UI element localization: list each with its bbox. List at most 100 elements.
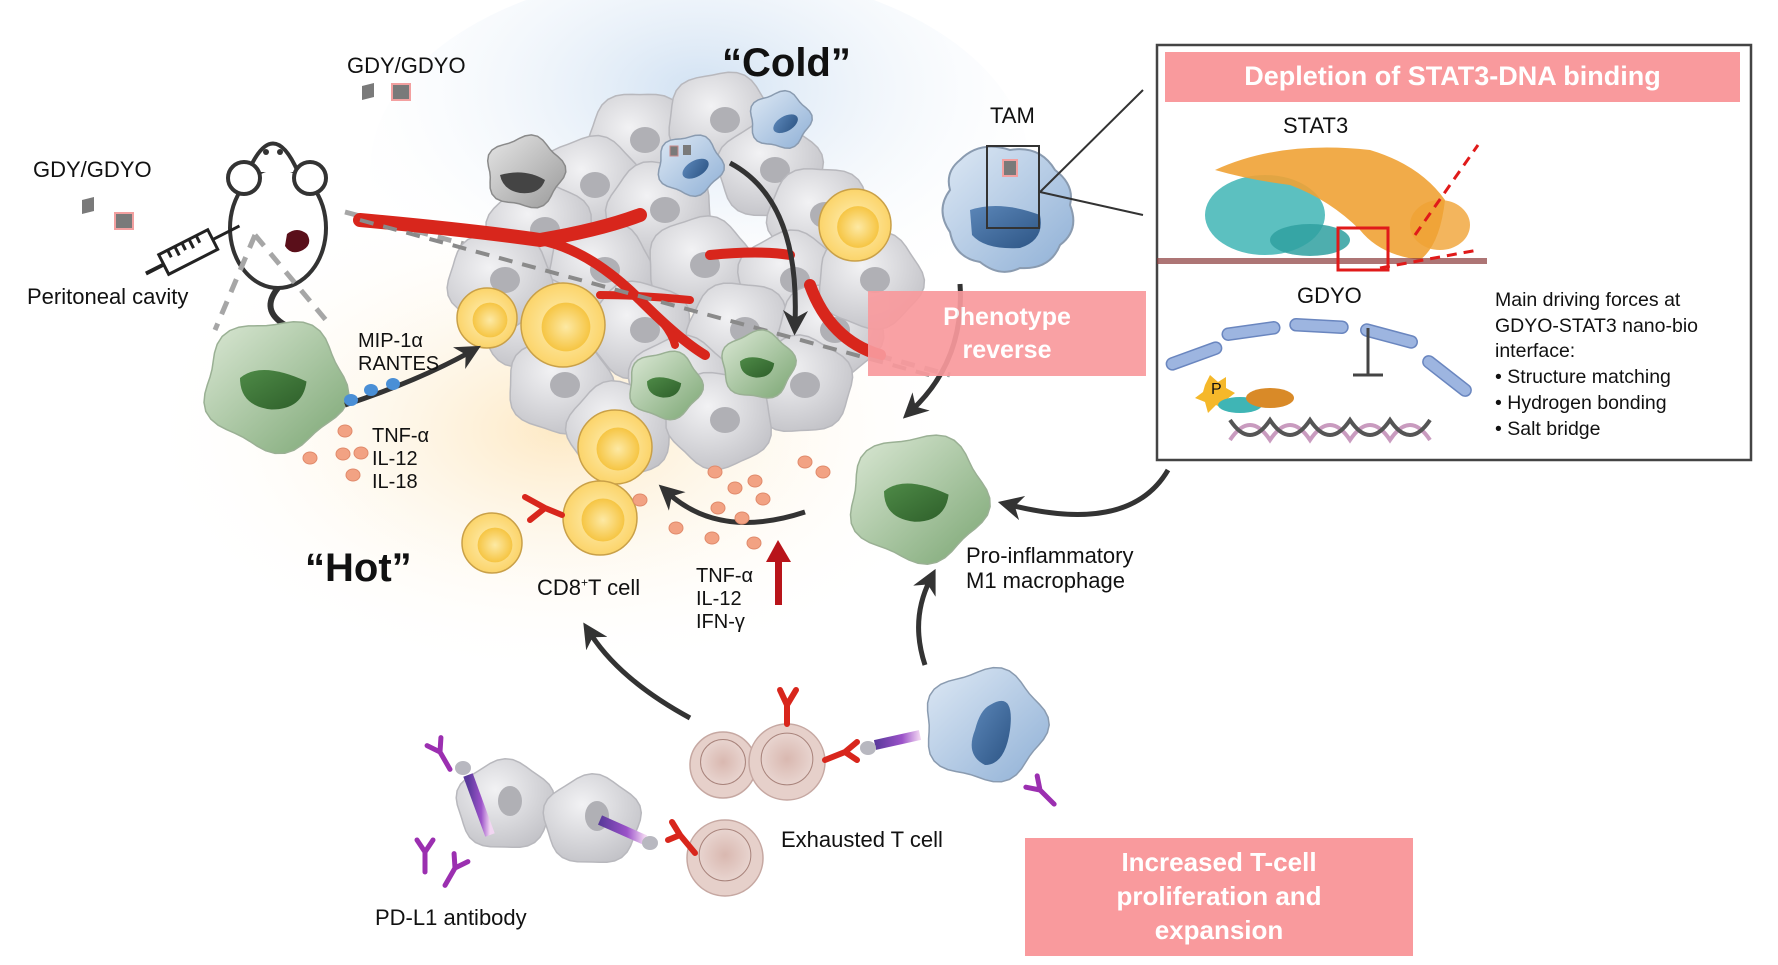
inset-callout-line-bottom <box>1039 191 1144 216</box>
cytokine-label: IL-12 <box>372 448 418 470</box>
chemokine-label: MIP-1α <box>358 330 423 352</box>
cd8-t-cell <box>461 512 523 574</box>
cytokine-dot <box>632 493 648 507</box>
arrow-exhausted-to-m1 <box>913 568 936 666</box>
pd-l1-ligand <box>463 773 495 837</box>
m1-macrophage-label: Pro-inflammatory M1 macrophage <box>966 543 1133 594</box>
phospho-label: P <box>1211 381 1222 398</box>
m1-macrophage-in-tumor <box>629 350 705 421</box>
driving-force-item: Hydrogen bonding <box>1495 391 1740 417</box>
cytokine-dots <box>302 424 831 550</box>
pd-l1-antibody-icon <box>424 735 453 772</box>
pd-l1-ligand <box>873 730 922 750</box>
cd8-t-cell <box>577 409 653 485</box>
pd-l1-antibody-icon <box>1023 773 1057 807</box>
arrow-macrophage-to-tumor <box>344 345 481 408</box>
cd8-label-suffix: T cell <box>588 575 641 600</box>
tam-cell <box>941 145 1075 273</box>
cytokine-labels-bottom: TNF-α IL-12 IFN-γ <box>696 565 753 634</box>
chemokine-dot <box>364 384 378 396</box>
cytokine-labels-left: TNF-α IL-12 IL-18 <box>372 425 429 494</box>
chemokine-dot <box>344 394 358 406</box>
driving-forces-list: Structure matching Hydrogen bonding Salt… <box>1495 365 1740 442</box>
up-regulation-arrow <box>766 540 791 605</box>
binding-node <box>860 741 876 755</box>
cd8-label-prefix: CD8 <box>537 575 582 600</box>
binding-node <box>642 836 658 850</box>
m1-macrophage-pro-inflammatory <box>849 434 991 565</box>
tam-label: TAM <box>990 103 1035 128</box>
inset-callout-line-top <box>1039 89 1144 193</box>
cells-layer <box>203 89 991 574</box>
exhausted-t-cell <box>689 731 757 799</box>
pd-l1-antibody-icon <box>442 851 471 888</box>
immune-synapse <box>414 666 1057 897</box>
t-cell-proliferation-banner: Increased T-cell proliferation and expan… <box>1025 838 1413 956</box>
m1-macrophage-left <box>203 321 350 455</box>
cd8-t-cell <box>562 480 638 556</box>
cytokine-dot <box>746 536 762 550</box>
dna-helix-icon <box>1228 416 1432 444</box>
pd1-receptor-icon <box>777 687 799 727</box>
exhausted-t-cell <box>686 819 764 897</box>
arrow-inset-to-m1 <box>997 468 1171 521</box>
stat3-protein-structure <box>1157 144 1487 272</box>
pd-l1-antibody-label: PD-L1 antibody <box>375 905 527 930</box>
arrow-tam-to-tumor-interior <box>728 160 808 336</box>
cytokine-dot <box>747 474 763 488</box>
cytokine-dot <box>337 424 353 438</box>
pd1-receptor-icon <box>665 819 698 856</box>
cytokine-dot <box>704 531 720 545</box>
gdy-flake-icon <box>669 145 679 157</box>
driving-forces-text: Main driving forces at GDYO-STAT3 nano-b… <box>1495 288 1740 442</box>
tumor-cell <box>542 772 643 864</box>
dashed-vessel-line <box>359 218 941 380</box>
cd8-t-cell <box>818 188 892 262</box>
chemokine-label: RANTES <box>358 353 440 375</box>
cytokine-dot <box>302 451 318 465</box>
mouse-icon <box>226 141 328 347</box>
gdy-label-left: GDY/GDYO <box>33 157 152 182</box>
pd-l1-ligand <box>597 815 648 845</box>
inhibition-symbol <box>1353 328 1383 377</box>
cytokine-label: IFN-γ <box>696 611 745 633</box>
arrow-cytokines-to-cd8 <box>658 484 806 525</box>
m1-macrophage-in-tumor <box>721 329 797 399</box>
tumor-cell <box>455 757 556 849</box>
cytokine-dot <box>345 468 361 482</box>
hot-label: “Hot” <box>305 546 412 590</box>
cytokine-dot <box>734 511 750 525</box>
chemokine-dot <box>386 378 400 390</box>
cytokine-dot <box>797 455 813 469</box>
antigen-presenting-cell <box>926 666 1050 783</box>
cytokine-label: IL-12 <box>696 588 742 610</box>
cytokine-dot <box>727 481 743 495</box>
cytokine-dot <box>815 465 831 479</box>
cytokine-dot <box>668 521 684 535</box>
cytokine-label: TNF-α <box>372 425 430 447</box>
exhausted-t-cell <box>748 723 826 801</box>
chemokine-labels: MIP-1α RANTES <box>358 330 439 376</box>
phospho-stat3-icon <box>1195 375 1294 413</box>
inset-banner: Depletion of STAT3-DNA binding <box>1165 52 1740 102</box>
gdy-flake-icons-left <box>82 197 134 230</box>
cytokine-dot <box>710 501 726 515</box>
peritoneal-cavity-label: Peritoneal cavity <box>27 284 189 309</box>
m1-label-line: M1 macrophage <box>966 568 1125 594</box>
m1-label-line: Pro-inflammatory <box>966 543 1134 568</box>
arrow-exhausted-to-cd8 <box>583 622 692 721</box>
cytokine-dot <box>353 446 369 460</box>
cd8-t-cell-label: CD8+T cell <box>537 575 640 600</box>
stat3-label: STAT3 <box>1283 113 1349 138</box>
gdy-flake-icon <box>683 145 691 155</box>
pd-l1-antibody-icon <box>414 837 436 875</box>
cold-label: “Cold” <box>722 41 851 85</box>
exhausted-t-cell-label: Exhausted T cell <box>781 827 943 852</box>
cd8-t-cell <box>520 282 606 368</box>
cytokine-label: TNF-α <box>696 565 754 587</box>
gdy-flake-icons-top <box>362 83 411 101</box>
driving-forces-heading: Main driving forces at GDYO-STAT3 nano-b… <box>1495 289 1699 363</box>
pd1-receptor-icon <box>822 739 860 763</box>
